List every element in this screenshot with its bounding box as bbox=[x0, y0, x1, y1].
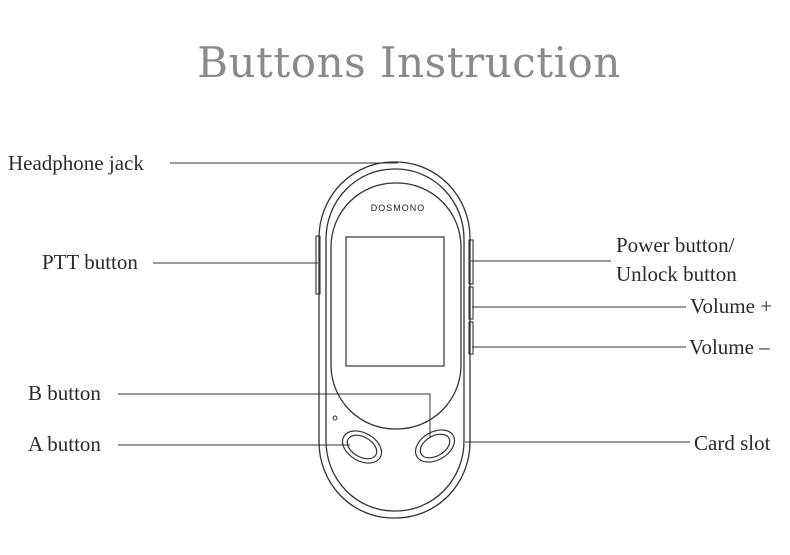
a-button-label: A button bbox=[28, 432, 101, 456]
mic-hole bbox=[332, 415, 338, 421]
device-screen bbox=[345, 236, 445, 367]
volume-down-shape bbox=[468, 321, 474, 355]
a-button-shape bbox=[341, 430, 383, 464]
power-button-shape bbox=[468, 239, 474, 285]
ptt-button-label: PTT button bbox=[42, 250, 138, 274]
brand-logo: DOSMONO bbox=[371, 203, 426, 213]
power-button-label-line1: Power button/ bbox=[616, 233, 735, 257]
b-button-shape bbox=[414, 429, 456, 463]
b-button-label: B button bbox=[28, 381, 101, 405]
volume-down-label: Volume – bbox=[689, 335, 770, 359]
power-button-label-line2: Unlock button bbox=[616, 262, 737, 286]
volume-up-shape bbox=[468, 286, 474, 320]
volume-up-label: Volume + bbox=[690, 294, 773, 318]
b-button-line bbox=[118, 393, 431, 438]
headphone-jack-label: Headphone jack bbox=[8, 151, 144, 175]
device-outline bbox=[318, 161, 471, 519]
page-title: Buttons Instruction bbox=[197, 38, 621, 87]
ptt-button-shape bbox=[315, 235, 321, 295]
leader-lines bbox=[118, 162, 690, 446]
card-slot-label: Card slot bbox=[694, 431, 771, 455]
